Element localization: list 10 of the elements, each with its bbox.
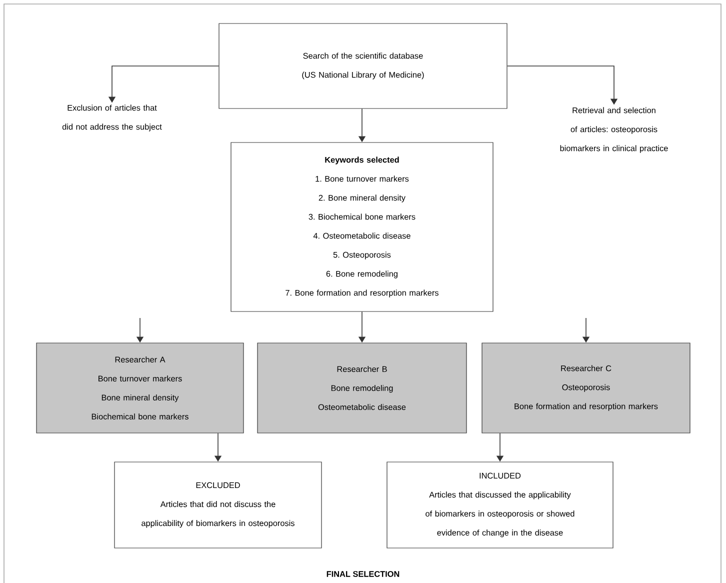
- researcher-box: Researcher C Osteoporosis Bone formation and resorption markers: [482, 342, 690, 434]
- outcome-text: Exclusion of articles that did not address the subject: [62, 104, 162, 132]
- result-box: INCLUDED Articles that discussed the applicability of biomarkers in osteoporosis or showed evidence of change in the disease: [386, 462, 614, 548]
- section-heading: FINAL SELECTION: [326, 571, 400, 577]
- outcome-text: Retrieval and selection of articles: osteoporosis biomarkers in clinical practice: [560, 107, 668, 153]
- process-box: Search of the scientific database (US National Library of Medicine): [218, 23, 508, 109]
- researcher-box: Researcher A Bone turnover markers Bone mineral density Biochemical bone markers: [36, 342, 244, 434]
- keyword-box: Keywords selected 1. Bone turnover markers 2. Bone mineral density 3. Biochemical bone markers 4. Osteometabolic disease 5. Osteoporosis 6. Bone remodeling 7. Bone formation and resorption markers: [230, 142, 494, 312]
- result-box: EXCLUDED Articles that did not discuss the applicability of biomarkers in osteoporosis: [114, 462, 322, 548]
- researcher-box: Researcher B Bone remodeling Osteometabolic disease: [257, 342, 467, 434]
